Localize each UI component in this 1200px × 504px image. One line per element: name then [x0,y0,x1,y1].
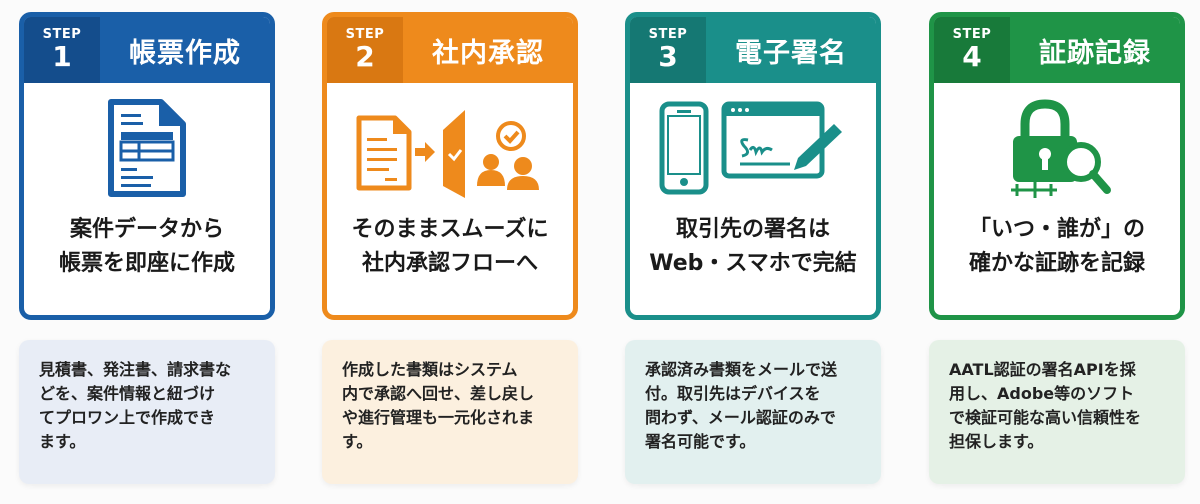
step-3-header: STEP 3 電子署名 [630,17,876,83]
step-badge: STEP 2 [327,17,403,83]
step-4-header: STEP 4 証跡記録 [934,17,1180,83]
step-title: 社内承認 [432,37,544,69]
step-number: 3 [658,40,678,73]
e-signature-icon [630,83,876,213]
step-3-card: STEP 3 電子署名 取引先の署名は Web・スマホで完結 [625,12,881,320]
step-1-card: STEP 1 帳票作成 案件データから 帳票を即座に作成 [19,12,275,320]
step-1-header: STEP 1 帳票作成 [24,17,270,83]
step-number: 1 [52,40,72,73]
step-caption: 「いつ・誰が」の 確かな証跡を記録 [968,217,1145,276]
step-2-description: 作成した書類はシステム 内で承認へ回せ、差し戻し や進行管理も一元化されま す。 [322,340,578,484]
step-4-description: AATL認証の署名APIを採 用し、Adobe等のソフト で検証可能な高い信頼性… [929,340,1185,484]
step-4-card: STEP 4 証跡記録 「いつ・誰が」の 確かな証跡を記録 [929,12,1185,320]
step-label: STEP [952,27,992,42]
step-number: 4 [962,40,982,73]
step-1-column: STEP 1 帳票作成 案件データから 帳票を即座に作成 見積書、発注書、請求書… [19,12,275,484]
step-title: 帳票作成 [129,37,241,69]
step-4-column: STEP 4 証跡記録 「いつ・誰が」の 確かな証跡を記録 AATL認証の署名A… [929,12,1185,484]
step-2-column: STEP 2 社内承認 そのままスムーズに 社内承認フローへ [322,12,578,484]
step-label: STEP [42,27,82,42]
document-form-icon [24,83,270,213]
step-badge: STEP 4 [934,17,1010,83]
step-3-description: 承認済み書類をメールで送 付。取引先はデバイスを 問わず、メール認証のみで 署名… [625,340,881,484]
step-3-column: STEP 3 電子署名 取引先の署名は Web・スマホで完結 承認済み書類 [625,12,881,484]
step-2-card: STEP 2 社内承認 そのままスムーズに 社内承認フローへ [322,12,578,320]
step-2-header: STEP 2 社内承認 [327,17,573,83]
step-caption: 案件データから 帳票を即座に作成 [58,217,235,276]
approval-flow-icon [327,83,573,213]
step-badge: STEP 1 [24,17,100,83]
lock-search-icon [934,83,1180,213]
step-caption: 取引先の署名は Web・スマホで完結 [649,217,857,276]
step-caption: そのままスムーズに 社内承認フローへ [351,217,549,276]
step-badge: STEP 3 [630,17,706,83]
step-label: STEP [345,27,385,42]
step-1-description: 見積書、発注書、請求書な どを、案件情報と紐づけ てプロワン上で作成でき ます。 [19,340,275,484]
step-label: STEP [648,27,688,42]
step-number: 2 [355,40,375,73]
step-title: 電子署名 [735,37,847,69]
step-title: 証跡記録 [1039,37,1151,69]
